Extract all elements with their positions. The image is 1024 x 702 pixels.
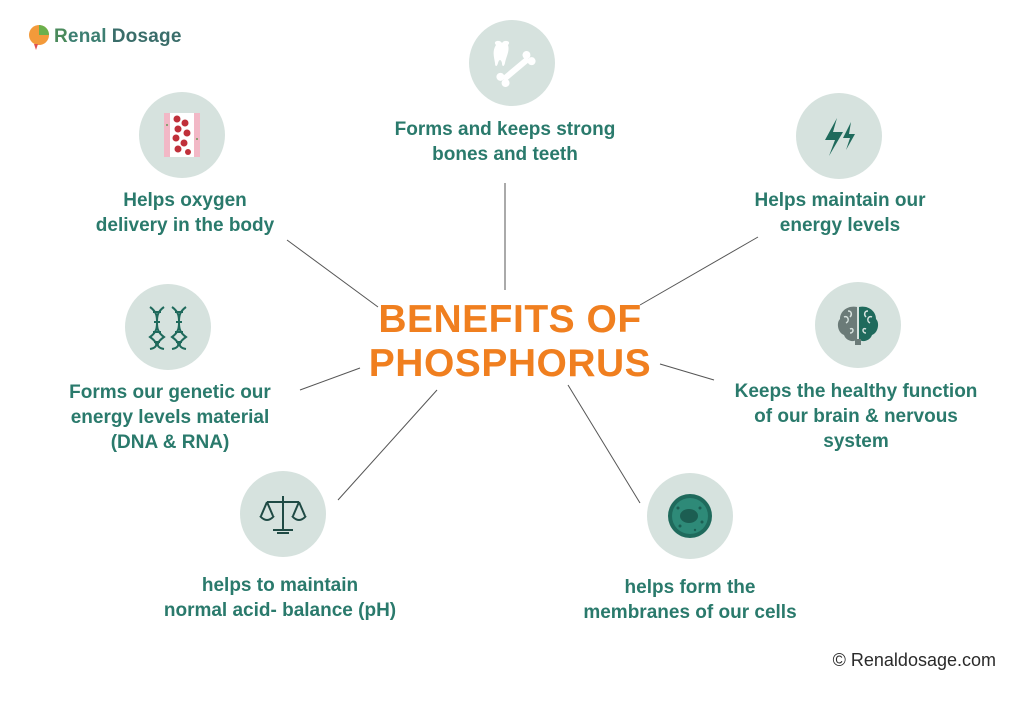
- benefit-icon-bones: [469, 20, 555, 106]
- benefit-icon-energy: [796, 93, 882, 179]
- logo-word-dosage: Dosage: [111, 26, 182, 47]
- title-line-2: PHOSPHORUS: [368, 342, 652, 385]
- benefit-icon-brain: [815, 282, 901, 368]
- connector-line-oxygen: [286, 239, 379, 308]
- connector-line-dna: [299, 367, 361, 391]
- logo-word-renal: enal: [67, 26, 107, 47]
- blood-cells-icon: [164, 113, 200, 157]
- benefit-label-energy: Helps maintain our energy levels: [754, 190, 926, 236]
- benefit-label-cells: helps form the membranes of our cells: [583, 577, 797, 623]
- benefit-label-oxygen: Helps oxygen delivery in the body: [95, 190, 275, 236]
- dna-icon: [148, 306, 188, 350]
- benefit-icon-ph: [240, 471, 326, 557]
- benefit-label-ph: helps to maintain normal acid- balance (…: [163, 575, 397, 621]
- benefit-icon-oxygen: [139, 92, 225, 178]
- cell-icon: [668, 494, 712, 538]
- balance-scale-icon: [259, 496, 307, 534]
- connector-line-brain: [659, 363, 715, 381]
- logo-icon: [29, 25, 49, 50]
- connector-line-cells: [567, 384, 641, 504]
- bone-tooth-icon: [493, 40, 536, 87]
- connector-line-ph: [337, 389, 438, 501]
- benefit-label-bones: Forms and keeps strong bones and teeth: [394, 119, 616, 165]
- copyright-text: © Renaldosage.com: [832, 650, 996, 670]
- benefit-label-dna: Forms our genetic our energy levels mate…: [69, 382, 271, 453]
- brain-icon: [837, 306, 879, 345]
- center-title: BENEFITS OF PHOSPHORUS: [360, 298, 660, 386]
- logo-letter-r: R: [54, 26, 68, 47]
- benefit-icon-dna: [125, 284, 211, 370]
- connector-line-energy: [639, 236, 759, 306]
- benefit-label-brain: Keeps the healthy function of our brain …: [734, 381, 978, 452]
- title-line-1: BENEFITS OF: [378, 298, 642, 341]
- energy-bolt-icon: [825, 118, 855, 156]
- benefit-icon-cells: [647, 473, 733, 559]
